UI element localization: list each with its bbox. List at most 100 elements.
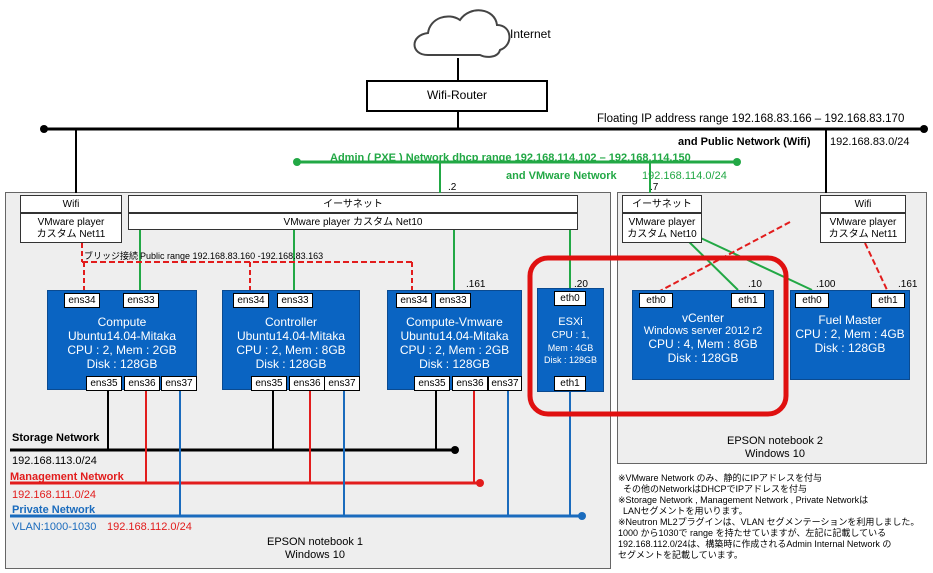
public-network-label: and Public Network (Wifi) <box>678 136 811 148</box>
private-subnet: 192.168.112.0/24 <box>107 521 192 533</box>
compute-name: Compute <box>97 315 147 329</box>
ip-161-fuel: .161 <box>898 279 918 290</box>
ip-7: .7 <box>650 182 659 193</box>
management-subnet: 192.168.111.0/24 <box>12 489 97 501</box>
port-ens35: ens35 <box>86 376 122 391</box>
note-line-5: ※Neutron ML2プラグインは、VLAN セグメンテーションを利用しました… <box>618 517 920 527</box>
controller-name: Controller <box>264 315 318 329</box>
port-ens37: ens37 <box>488 376 522 391</box>
wifi-router-box <box>366 80 548 112</box>
nb1-ethernet-net: VMware player カスタム Net10 <box>283 217 423 228</box>
fuel-master-vm: eth0 eth1 Fuel Master CPU : 2, Mem : 4GB… <box>790 290 910 380</box>
port-ens37: ens37 <box>161 376 197 391</box>
nb1-os: Windows 10 <box>285 549 345 561</box>
port-ens33: ens33 <box>435 293 471 308</box>
port-ens34: ens34 <box>233 293 269 308</box>
port-ens35: ens35 <box>251 376 287 391</box>
esxi-vm: eth0 ESXi CPU : 1, Mem : 4GB Disk : 128G… <box>537 288 604 392</box>
nb2-name: EPSON notebook 2 <box>726 435 823 447</box>
cloud-icon <box>413 9 511 58</box>
nb1-ethernet-box: イーサネット <box>128 195 578 213</box>
nb1-wifi-net-box: VMware player カスタム Net11 <box>20 213 122 243</box>
port-eth0: eth0 <box>795 293 829 308</box>
ip-100: .100 <box>816 279 836 290</box>
port-ens34: ens34 <box>396 293 432 308</box>
nb2-wifi-label: Wifi <box>854 199 872 210</box>
note-line-1: ※VMware Network のみ、静的にIPアドレスを付与 <box>618 473 823 483</box>
nb1-ethernet: イーサネット <box>323 199 383 210</box>
port-eth1: eth1 <box>871 293 905 308</box>
nb1-wifi-label: Wifi <box>62 199 80 210</box>
esxi-disk: Disk : 128GB <box>543 355 598 365</box>
vlan-range: VLAN:1000-1030 <box>12 521 97 533</box>
port-eth1: eth1 <box>554 376 586 391</box>
ip-161-compute-vmware: .161 <box>466 279 486 290</box>
nb2-ethernet-box: イーサネット <box>622 195 702 213</box>
port-eth1: eth1 <box>731 293 765 308</box>
port-eth0: eth0 <box>554 291 586 306</box>
vcenter-vm: eth0 eth1 vCenter Windows server 2012 r2… <box>632 290 774 380</box>
floating-range: Floating IP address range 192.168.83.166… <box>597 113 905 125</box>
ip-2: .2 <box>448 182 457 193</box>
nb2-ethernet-net-box: VMware player カスタム Net10 <box>622 213 702 243</box>
vcenter-name: vCenter <box>681 311 725 325</box>
esxi-name: ESXi <box>558 316 583 328</box>
compute-vmware-vm: ens34 ens33 Compute-Vmware Ubuntu14.04-M… <box>387 290 522 391</box>
note-line-3: ※Storage Network , Management Network , … <box>618 495 869 505</box>
compute-os: Ubuntu14.04-Mitaka <box>67 329 177 343</box>
compute-vm: ens34 ens33 Compute Ubuntu14.04-Mitaka C… <box>47 290 197 391</box>
nb2-wifi-label-box: Wifi <box>820 195 906 213</box>
nb2-os: Windows 10 <box>745 448 805 460</box>
compute-vmware-os: Ubuntu14.04-Mitaka <box>400 329 509 343</box>
esxi-cpu: CPU : 1, <box>551 330 590 341</box>
vmware-subnet: 192.168.114.0/24 <box>642 170 727 182</box>
nb2-wifi-net-box: VMware player カスタム Net11 <box>820 213 906 243</box>
controller-disk: Disk : 128GB <box>255 357 327 371</box>
port-ens36: ens36 <box>452 376 488 391</box>
ip-20: .20 <box>574 279 588 290</box>
internet-label: Internet <box>510 27 551 41</box>
note-line-6: 1000 から1030で range を持たせていますが、左記に記載している <box>618 528 887 538</box>
vcenter-disk: Disk : 128GB <box>667 351 739 365</box>
storage-subnet: 192.168.113.0/24 <box>12 455 97 467</box>
nb2-ethernet: イーサネット <box>632 199 692 210</box>
compute-vmware-cpu: CPU : 2, Mem : 2GB <box>399 343 510 357</box>
port-eth0: eth0 <box>639 293 673 308</box>
nb1-wifi-label-box: Wifi <box>20 195 122 213</box>
port-ens37: ens37 <box>324 376 360 391</box>
compute-cpu: CPU : 2, Mem : 2GB <box>67 343 177 357</box>
note-line-8: セグメントを記載しています。 <box>618 550 743 560</box>
port-ens36: ens36 <box>124 376 160 391</box>
esxi-mem: Mem : 4GB <box>547 343 594 353</box>
compute-disk: Disk : 128GB <box>86 357 158 371</box>
storage-network-label: Storage Network <box>12 432 100 444</box>
fuel-name: Fuel Master <box>818 313 882 327</box>
nb1-ethernet-net-box: VMware player カスタム Net10 <box>128 213 578 230</box>
vcenter-os: Windows server 2012 r2 <box>643 325 763 337</box>
private-network-label: Private Network <box>12 504 96 516</box>
compute-vmware-disk: Disk : 128GB <box>419 357 490 371</box>
public-subnet: 192.168.83.0/24 <box>830 136 910 148</box>
nb2-wifi-net: VMware player カスタム Net11 <box>828 217 898 240</box>
port-ens35: ens35 <box>414 376 450 391</box>
note-line-4: LANセグメントを用いります。 <box>618 506 748 516</box>
note-line-7: 192.168.112.0/24は、構築時に作成されるAdmin Interna… <box>618 539 892 549</box>
bridge-label: ブリッジ接続 <box>84 251 139 261</box>
nb1-name: EPSON notebook 1 <box>266 536 363 548</box>
vcenter-cpu: CPU : 4, Mem : 8GB <box>648 337 758 351</box>
fuel-disk: Disk : 128GB <box>814 341 886 355</box>
controller-os: Ubuntu14.04-Mitaka <box>236 329 346 343</box>
port-ens33: ens33 <box>277 293 313 308</box>
controller-cpu: CPU : 2, Mem : 8GB <box>236 343 346 357</box>
admin-network-label: Admin ( PXE ) Network dhcp range 192.168… <box>330 152 691 164</box>
compute-vmware-name: Compute-Vmware <box>406 315 503 329</box>
ip-10: .10 <box>748 279 762 290</box>
nb1-wifi-net: VMware player カスタム Net11 <box>36 217 106 240</box>
vmware-network-label: and VMware Network <box>506 170 617 182</box>
controller-vm: ens34 ens33 Controller Ubuntu14.04-Mitak… <box>222 290 360 391</box>
nb2-ethernet-net: VMware player カスタム Net10 <box>627 217 697 240</box>
public-range: Public range 192.168.83.160 -192.168.83.… <box>140 251 324 261</box>
fuel-cpu: CPU : 2, Mem : 4GB <box>795 327 905 341</box>
management-network-label: Management Network <box>10 471 124 483</box>
port-ens34: ens34 <box>64 293 100 308</box>
